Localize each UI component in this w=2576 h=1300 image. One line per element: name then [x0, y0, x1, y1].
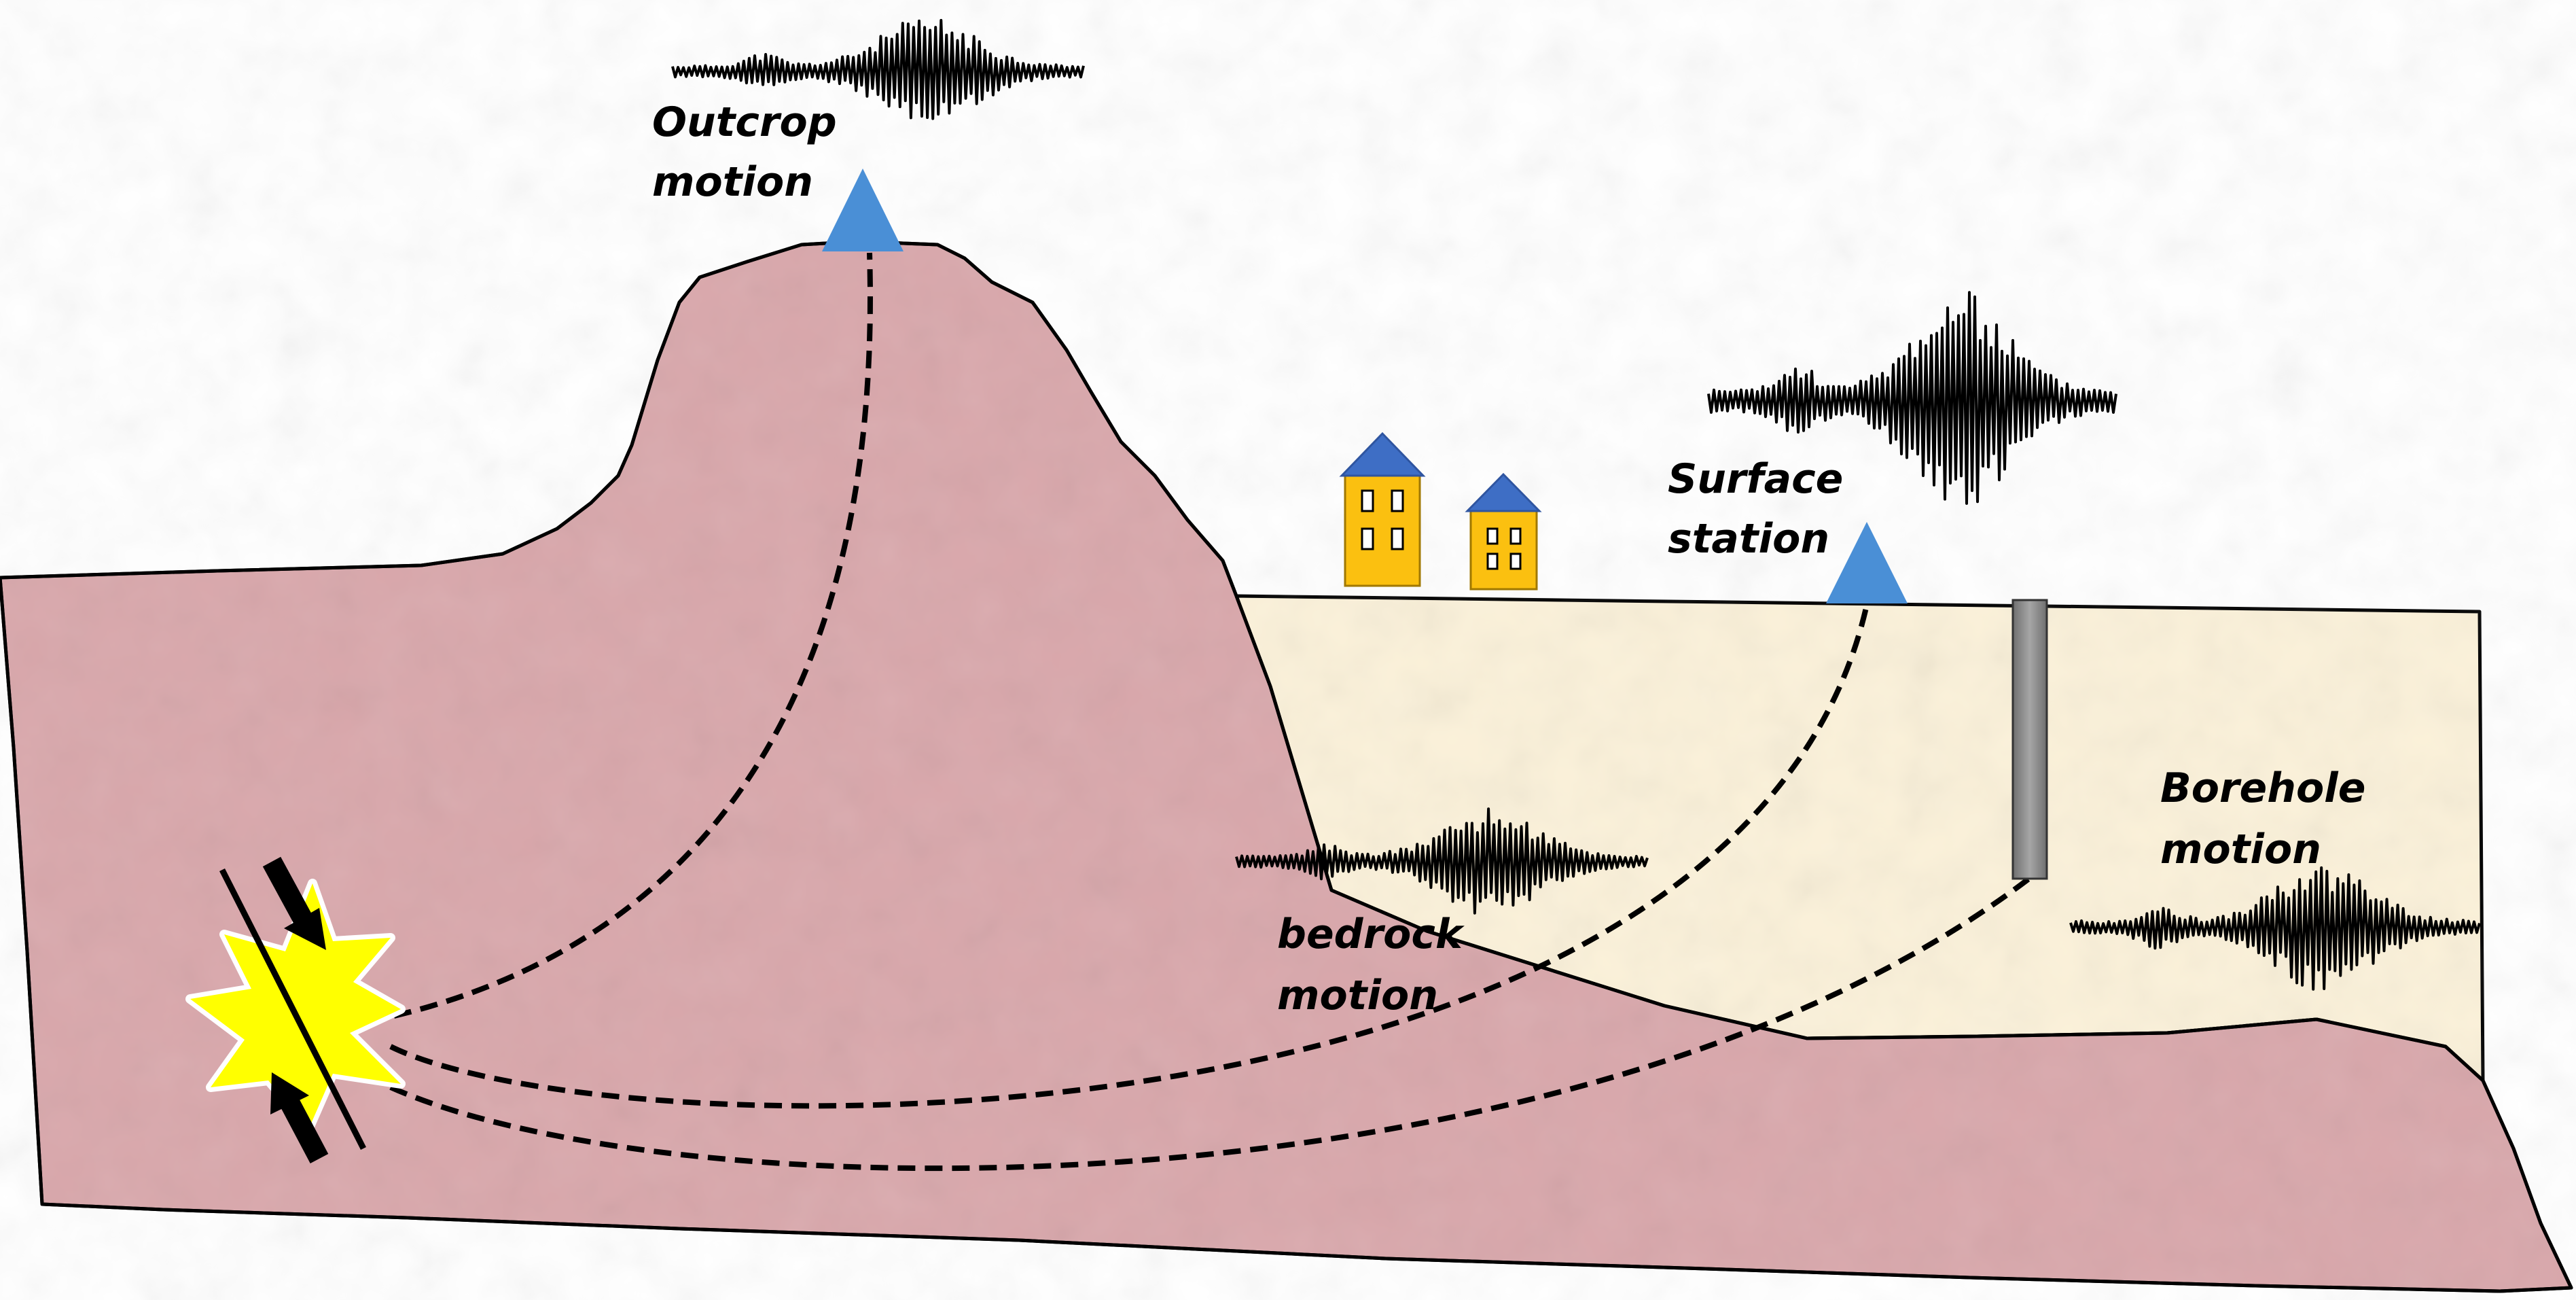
slip-arrow-icon — [262, 856, 326, 950]
borehole-casing — [2011, 599, 2048, 880]
ray-path-borehole — [389, 864, 2047, 1172]
surface-label-line1: Surface — [1668, 455, 1843, 503]
outcrop-label-line1: Outcrop — [652, 99, 837, 146]
borehole-label: Borehole motion — [2160, 765, 2380, 873]
seismogram-bedrock — [1235, 807, 1649, 915]
borehole-label-line1: Borehole — [2160, 765, 2365, 812]
fault-line-icon — [219, 868, 367, 1150]
ray-path-surface — [389, 604, 1870, 1109]
outcrop-label-line2: motion — [652, 158, 813, 206]
earthquake-source — [185, 856, 406, 1164]
surface-station-label: Surface station — [1668, 455, 1857, 563]
buildings — [1339, 432, 1542, 591]
slip-arrow-icon — [270, 1072, 329, 1164]
surface-label-line2: station — [1668, 515, 1829, 563]
bedrock-label: bedrock motion — [1277, 911, 1477, 1019]
seismogram-surface — [1707, 291, 2117, 505]
bedrock-label-line2: motion — [1277, 972, 1438, 1019]
borehole-label-line2: motion — [2160, 826, 2321, 873]
ray-paths — [389, 252, 2047, 1172]
bedrock-label-line1: bedrock — [1277, 911, 1465, 958]
ray-path-outcrop — [393, 252, 873, 1019]
outcrop-label: Outcrop motion — [652, 99, 851, 206]
house-icon — [1339, 432, 1426, 587]
seismogram-outcrop — [671, 18, 1085, 120]
house-icon — [1465, 472, 1542, 591]
seismogram-borehole — [2069, 866, 2481, 991]
rock-outline — [0, 239, 2573, 1293]
surface-station-icon — [1826, 522, 1908, 603]
outcrop-station-icon — [822, 169, 904, 251]
